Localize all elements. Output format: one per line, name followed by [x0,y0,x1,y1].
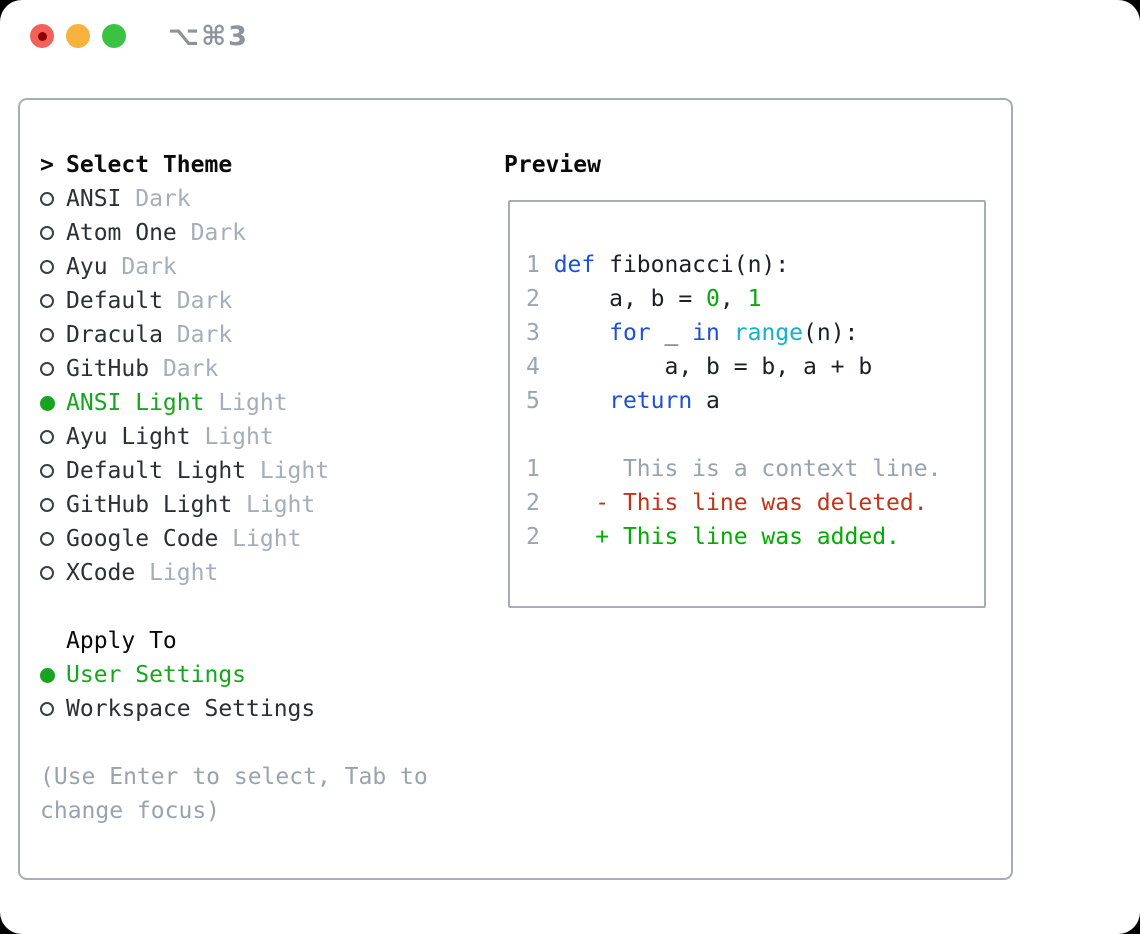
line-number: 4 [526,354,540,380]
preview-header: Preview [504,148,601,182]
minimize-button[interactable] [66,24,90,48]
window-title: ⌥⌘3 [168,20,249,52]
theme-option[interactable]: Ayu Dark [40,250,428,284]
radio-unselected-icon [40,260,66,274]
apply-to-title: Apply To [66,628,177,654]
close-dot-icon [37,31,47,41]
select-theme-header: > Select Theme [40,148,428,182]
theme-option-label: Ayu Dark [66,254,177,280]
theme-option-label: Google Code Light [66,526,302,552]
radio-unselected-icon [40,362,66,376]
radio-unselected-icon [40,532,66,546]
code-line: 1 This is a context line. [526,452,984,486]
code-line: 2 - This line was deleted. [526,486,984,520]
radio-unselected-icon [40,464,66,478]
theme-option[interactable]: Ayu Light Light [40,420,428,454]
line-number: 1 [526,456,540,482]
theme-option[interactable]: Dracula Dark [40,318,428,352]
preview-title: Preview [504,152,601,178]
close-button[interactable] [30,24,54,48]
radio-unselected-icon [40,566,66,580]
blank-line [526,418,984,452]
code-line: 5 return a [526,384,984,418]
theme-option[interactable]: GitHub Light Light [40,488,428,522]
theme-option[interactable]: ANSI Dark [40,182,428,216]
apply-to-option[interactable]: User Settings [40,658,428,692]
radio-unselected-icon [40,294,66,308]
apply-to-option-label: Workspace Settings [66,696,316,722]
theme-option-label: Ayu Light Light [66,424,274,450]
apply-to-header: Apply To [40,624,428,658]
preview-column: Preview [504,148,601,182]
line-number: 2 [526,490,540,516]
traffic-lights [30,24,126,48]
zoom-button[interactable] [102,24,126,48]
radio-selected-icon [40,667,66,683]
theme-option-label: Default Light Light [66,458,330,484]
theme-option[interactable]: Atom One Dark [40,216,428,250]
theme-option-label: ANSI Light Light [66,390,288,416]
select-theme-title: Select Theme [66,152,233,178]
theme-option-label: XCode Light [66,560,219,586]
line-number: 5 [526,388,540,414]
radio-unselected-icon [40,328,66,342]
help-line: change focus) [40,798,221,824]
line-number: 2 [526,286,540,312]
radio-unselected-icon [40,498,66,512]
code-line: 1 def fibonacci(n): [526,248,984,282]
theme-option-label: Default Dark [66,288,233,314]
theme-option-label: Dracula Dark [66,322,233,348]
code-line: 3 for _ in range(n): [526,316,984,350]
theme-option[interactable]: Default Light Light [40,454,428,488]
spacer [40,590,428,624]
line-number: 3 [526,320,540,346]
code-line: 4 a, b = b, a + b [526,350,984,384]
radio-unselected-icon [40,226,66,240]
help-text: (Use Enter to select, Tab to change focu… [40,760,428,828]
titlebar: ⌥⌘3 [0,0,1140,72]
radio-unselected-icon [40,192,66,206]
line-number: 1 [526,252,540,278]
code-line: 2 + This line was added. [526,520,984,554]
apply-to-option-label: User Settings [66,662,247,688]
focus-caret-icon: > [40,152,54,178]
theme-option-label: GitHub Light Light [66,492,316,518]
help-line: (Use Enter to select, Tab to [40,764,428,790]
theme-option[interactable]: XCode Light [40,556,428,590]
theme-option-label: Atom One Dark [66,220,247,246]
theme-option[interactable]: GitHub Dark [40,352,428,386]
apply-to-option[interactable]: Workspace Settings [40,692,428,726]
radio-selected-icon [40,395,66,411]
line-number: 2 [526,524,540,550]
radio-unselected-icon [40,430,66,444]
theme-option-label: ANSI Dark [66,186,191,212]
theme-option[interactable]: ANSI Light Light [40,386,428,420]
theme-option-label: GitHub Dark [66,356,219,382]
theme-option[interactable]: Google Code Light [40,522,428,556]
radio-unselected-icon [40,702,66,716]
theme-option[interactable]: Default Dark [40,284,428,318]
spacer [40,726,428,760]
code-line: 2 a, b = 0, 1 [526,282,984,316]
